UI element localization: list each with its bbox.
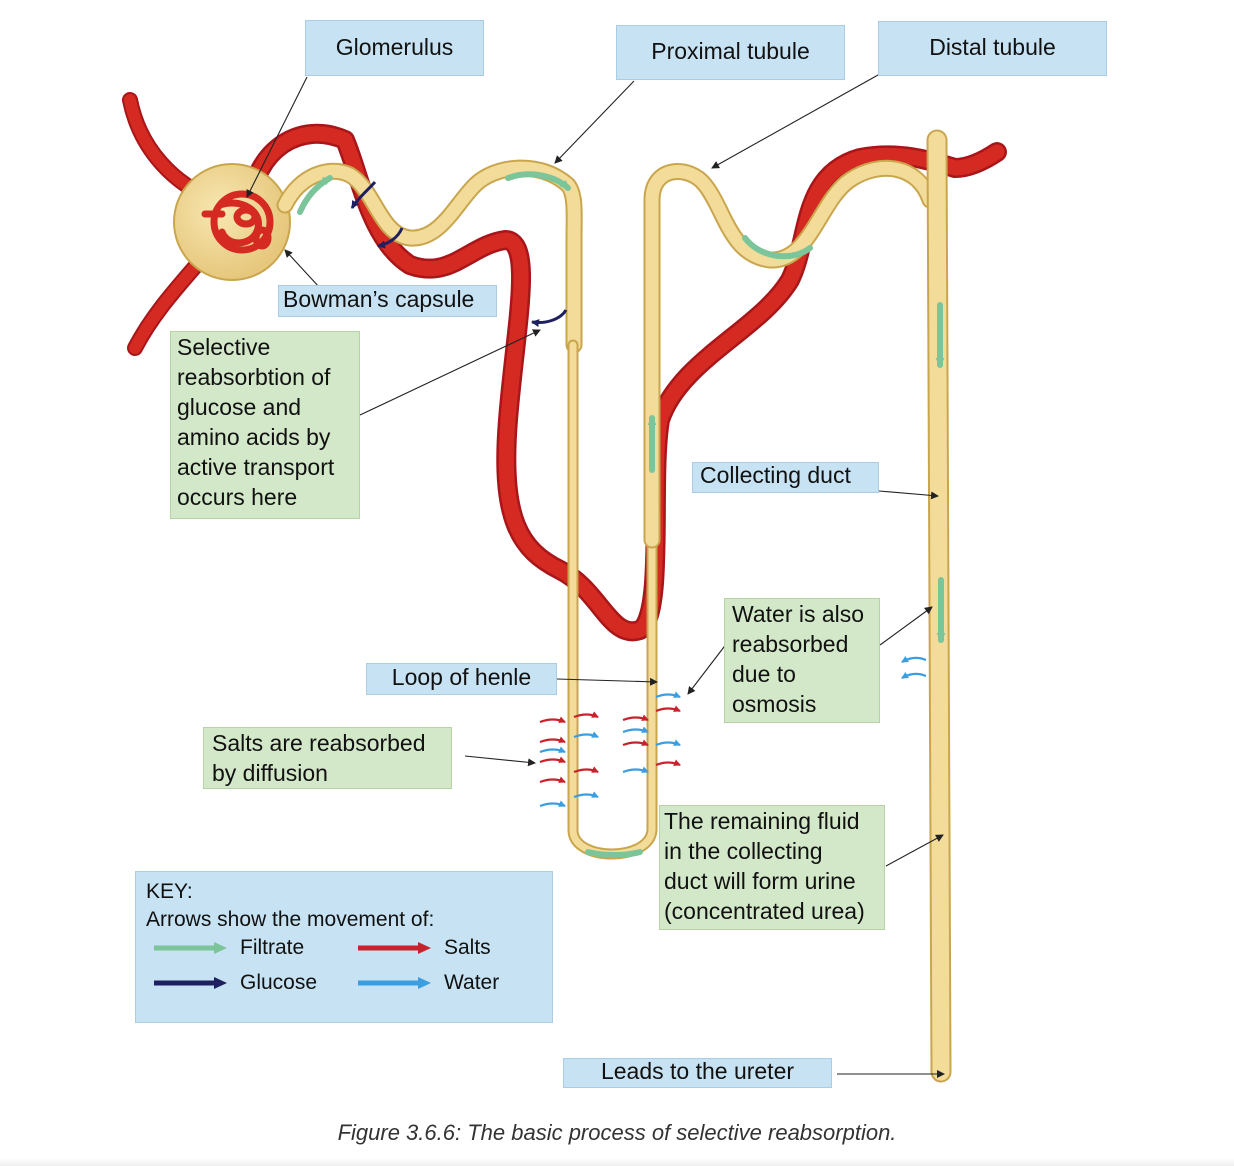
key-label-glucose: Glucose	[240, 971, 318, 994]
key-label-salts: Salts	[444, 936, 491, 959]
key-title: KEY:	[146, 880, 193, 903]
water-arrow-icon	[358, 977, 431, 989]
glomerulus-label: Glomerulus	[305, 20, 484, 76]
loop-of-henle-label: Loop of henle	[366, 663, 557, 695]
key-label-water: Water	[444, 971, 500, 994]
key-label-filtrate: Filtrate	[240, 936, 305, 959]
water-osmosis-label: Water is also reabsorbed due to osmosis	[724, 598, 880, 723]
key-subtitle: Arrows show the movement of:	[146, 908, 435, 931]
collecting-duct-label: Collecting duct	[692, 462, 879, 493]
water-arrows	[539, 655, 927, 808]
bottom-fade	[0, 1158, 1234, 1166]
bowmans-capsule-label: Bowman’s capsule	[278, 285, 497, 317]
key-item-salts: Salts	[356, 934, 491, 962]
remaining-fluid-label: The remaining fluid in the collecting du…	[659, 805, 885, 930]
glucose-arrow-icon	[154, 977, 227, 989]
salts-diffusion-label: Salts are reabsorbed by diffusion	[203, 727, 452, 789]
bowmans-capsule	[173, 163, 291, 281]
key-box: KEY: Arrows show the movement of: Filtra…	[135, 871, 553, 1023]
selective-reabsorption-label: Selective reabsorbtion of glucose and am…	[170, 331, 360, 519]
distal-tubule-label: Distal tubule	[878, 21, 1107, 76]
filtrate-arrows	[297, 171, 946, 858]
glomerulus-tuft	[201, 190, 274, 254]
proximal-tubule-label: Proximal tubule	[616, 25, 845, 80]
key-item-water: Water	[356, 969, 499, 997]
key-item-glucose: Glucose	[152, 969, 317, 997]
leader-lines	[246, 74, 945, 1078]
salt-arrows	[539, 705, 681, 784]
ureter-label: Leads to the ureter	[563, 1058, 832, 1088]
glucose-arrows	[350, 181, 568, 328]
key-item-filtrate: Filtrate	[152, 934, 304, 962]
figure-caption: Figure 3.6.6: The basic process of selec…	[337, 1120, 897, 1145]
salts-arrow-icon	[358, 942, 431, 954]
filtrate-arrow-icon	[154, 942, 227, 954]
